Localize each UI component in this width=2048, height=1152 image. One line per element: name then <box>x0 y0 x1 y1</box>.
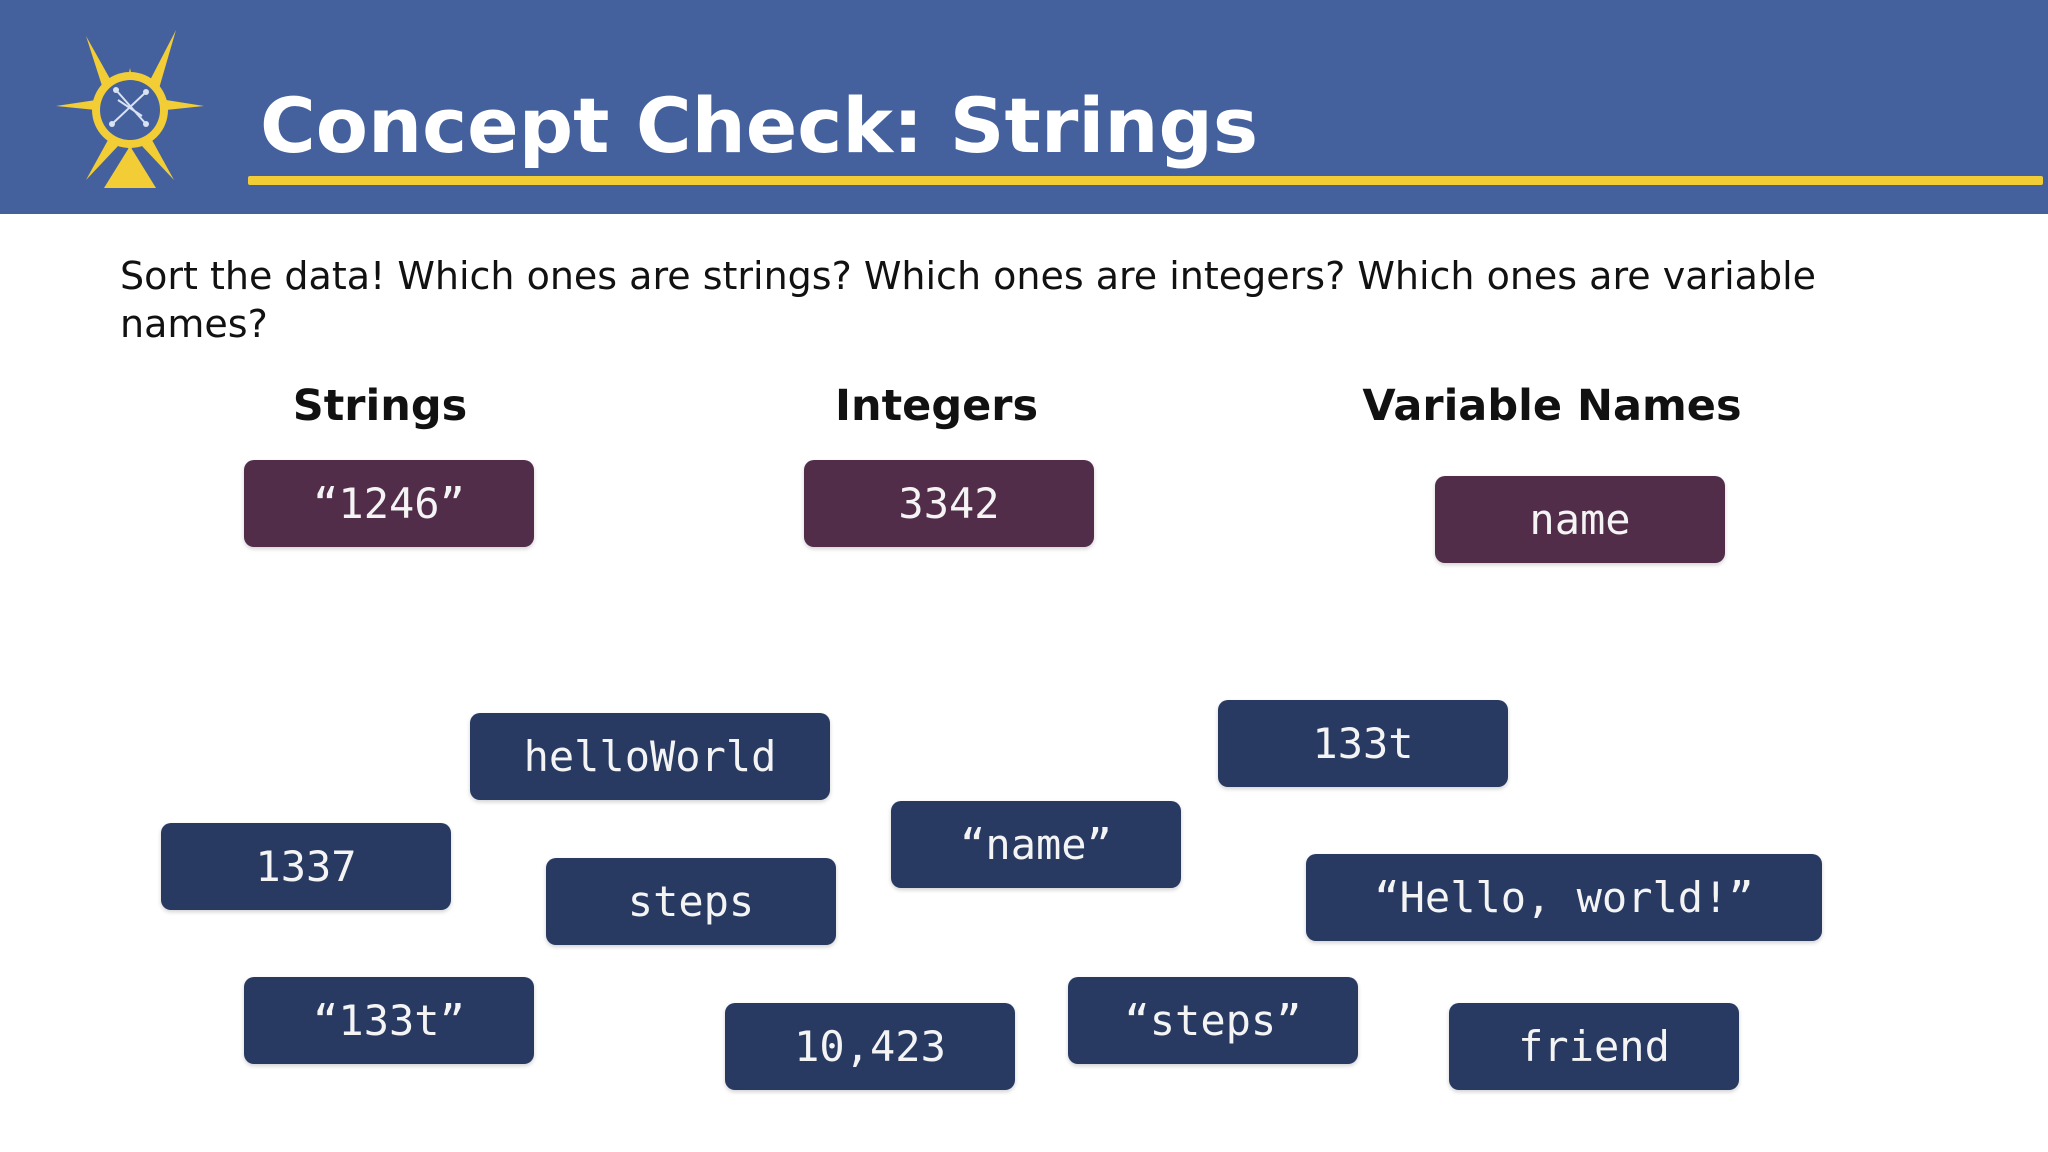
card-sorted-variable[interactable]: name <box>1435 476 1725 563</box>
heading-strings: Strings <box>292 381 468 431</box>
card-hello-world-string[interactable]: “Hello, world!” <box>1306 854 1822 941</box>
card-steps-string[interactable]: “steps” <box>1068 977 1358 1064</box>
heading-integers: Integers <box>835 381 1039 431</box>
card-friend[interactable]: friend <box>1449 1003 1739 1090</box>
slide-header: Concept Check: Strings <box>0 0 2048 214</box>
card-steps[interactable]: steps <box>546 858 836 945</box>
compass-star-icon <box>56 30 204 188</box>
card-10423[interactable]: 10,423 <box>725 1003 1015 1090</box>
card-sorted-integer[interactable]: 3342 <box>804 460 1094 547</box>
card-133t[interactable]: 133t <box>1218 700 1508 787</box>
instructions-text: Sort the data! Which ones are strings? W… <box>120 254 1817 346</box>
card-helloworld[interactable]: helloWorld <box>470 713 830 800</box>
card-name-string[interactable]: “name” <box>891 801 1181 888</box>
heading-variable-names: Variable Names <box>1362 381 1742 431</box>
card-133t-string[interactable]: “133t” <box>244 977 534 1064</box>
title-underline <box>248 176 2043 185</box>
card-sorted-string[interactable]: “1246” <box>244 460 534 547</box>
slide-title: Concept Check: Strings <box>260 81 1259 170</box>
card-1337[interactable]: 1337 <box>161 823 451 910</box>
